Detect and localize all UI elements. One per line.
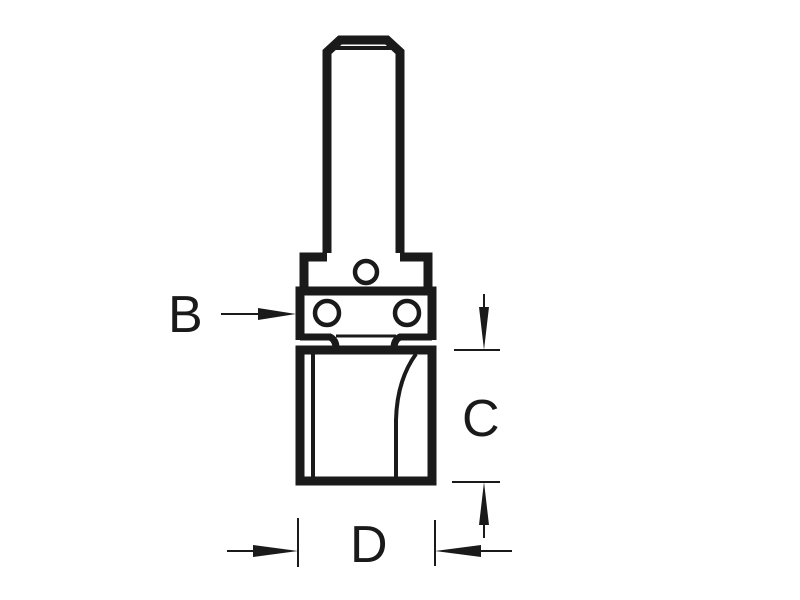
cutter-body bbox=[295, 345, 437, 486]
upper-collar bbox=[299, 252, 433, 292]
flute-curve bbox=[394, 352, 418, 478]
bearing-screw-left-icon bbox=[312, 298, 342, 328]
bearing-collar bbox=[295, 286, 437, 349]
dimension-label-b: B bbox=[168, 286, 203, 344]
bearing-screw-right-icon bbox=[392, 298, 422, 328]
dimension-label-d: D bbox=[350, 516, 388, 574]
dimension-c-arrows bbox=[452, 294, 500, 538]
collar-screw-icon bbox=[352, 258, 380, 286]
shank bbox=[322, 35, 405, 253]
dimension-label-c: C bbox=[462, 390, 500, 448]
dimension-b-arrow bbox=[221, 308, 296, 320]
dimension-d-arrows bbox=[227, 518, 512, 567]
